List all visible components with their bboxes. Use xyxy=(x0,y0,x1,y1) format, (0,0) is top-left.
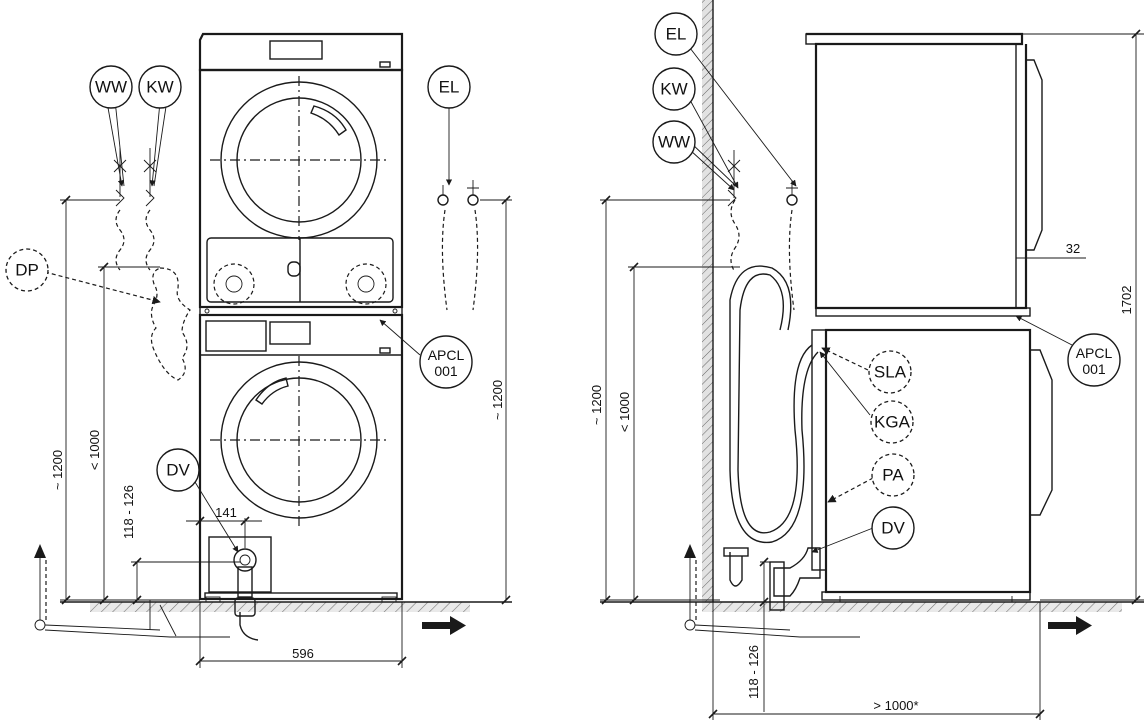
drain-pipe-hose-front xyxy=(150,267,191,381)
taps-side xyxy=(727,150,798,207)
label-sla-side: SLA xyxy=(868,350,912,394)
label-kga-side: KGA xyxy=(870,400,914,444)
dim-1000-side: < 1000 xyxy=(617,392,632,432)
dim-1000-front: < 1000 xyxy=(87,430,102,470)
label-el-front: EL xyxy=(427,65,471,109)
hoses-side xyxy=(723,199,821,611)
svg-text:KW: KW xyxy=(146,78,173,97)
water-taps-front xyxy=(113,148,157,271)
svg-text:APCL: APCL xyxy=(1076,345,1113,361)
label-apcl-front: APCL 001 xyxy=(419,335,473,389)
dryer-front xyxy=(198,32,404,309)
dimension-lines-front xyxy=(60,199,512,668)
direction-symbol-front xyxy=(34,544,466,638)
svg-text:001: 001 xyxy=(434,363,458,379)
wall-hatch xyxy=(702,0,713,602)
svg-text:DV: DV xyxy=(881,519,905,538)
dim-32: 32 xyxy=(1066,241,1080,256)
label-ww-side: WW xyxy=(652,120,696,164)
dryer-side xyxy=(805,32,1043,310)
label-ww-front: WW xyxy=(89,65,133,109)
dim-gt1000: > 1000* xyxy=(873,698,918,713)
dim-596: 596 xyxy=(292,646,314,661)
direction-symbol-side xyxy=(684,544,1092,638)
svg-text:PA: PA xyxy=(882,466,904,485)
stacking-kit-side xyxy=(815,307,1031,317)
drain-valve-front xyxy=(208,536,272,641)
label-dp-front: DP xyxy=(5,248,49,292)
svg-text:DP: DP xyxy=(15,261,39,280)
label-apcl-side: APCL 001 xyxy=(1067,333,1121,387)
dim-1702: 1702 xyxy=(1119,286,1134,315)
label-kw-side: KW xyxy=(652,67,696,111)
svg-text:DV: DV xyxy=(166,461,190,480)
label-el-side: EL xyxy=(654,12,698,56)
floor-hatch-side xyxy=(702,602,1122,612)
washer-side xyxy=(811,328,1053,602)
dim-118-126-front: 118 - 126 xyxy=(121,485,136,539)
svg-text:001: 001 xyxy=(1082,361,1106,377)
stacking-kit-front xyxy=(199,306,403,316)
flow-arrow-side xyxy=(1048,622,1078,629)
front-view: ~ 1200 < 1000 118 - 126 ~ 1200 596 141 W… xyxy=(5,32,512,668)
svg-text:WW: WW xyxy=(95,78,127,97)
dimension-lines-side xyxy=(600,33,1144,720)
dimension-ticks-front xyxy=(61,195,511,666)
flow-arrow-front xyxy=(422,622,452,629)
svg-text:KW: KW xyxy=(660,80,687,99)
dim-1200-side: ~ 1200 xyxy=(589,385,604,425)
svg-text:SLA: SLA xyxy=(874,363,907,382)
svg-text:EL: EL xyxy=(439,78,460,97)
label-pa-side: PA xyxy=(871,453,915,497)
label-kw-front: KW xyxy=(138,65,182,109)
dim-1200-right-front: ~ 1200 xyxy=(490,380,505,420)
side-view: ~ 1200 < 1000 1702 32 118 - 126 > 1000* … xyxy=(589,0,1144,720)
svg-text:WW: WW xyxy=(658,133,690,152)
electrical-socket-front xyxy=(437,180,479,311)
svg-text:KGA: KGA xyxy=(874,413,911,432)
washer-front xyxy=(198,313,404,603)
dim-1200-left-front: ~ 1200 xyxy=(50,450,65,490)
dim-141: 141 xyxy=(215,505,237,520)
label-dv-front: DV xyxy=(156,448,200,492)
svg-text:APCL: APCL xyxy=(428,347,465,363)
dim-118-126-side: 118 - 126 xyxy=(746,645,761,699)
svg-text:EL: EL xyxy=(666,25,687,44)
label-dv-side: DV xyxy=(871,506,915,550)
dimension-ticks-side xyxy=(601,29,1141,719)
floor-hatch-front xyxy=(90,602,470,612)
